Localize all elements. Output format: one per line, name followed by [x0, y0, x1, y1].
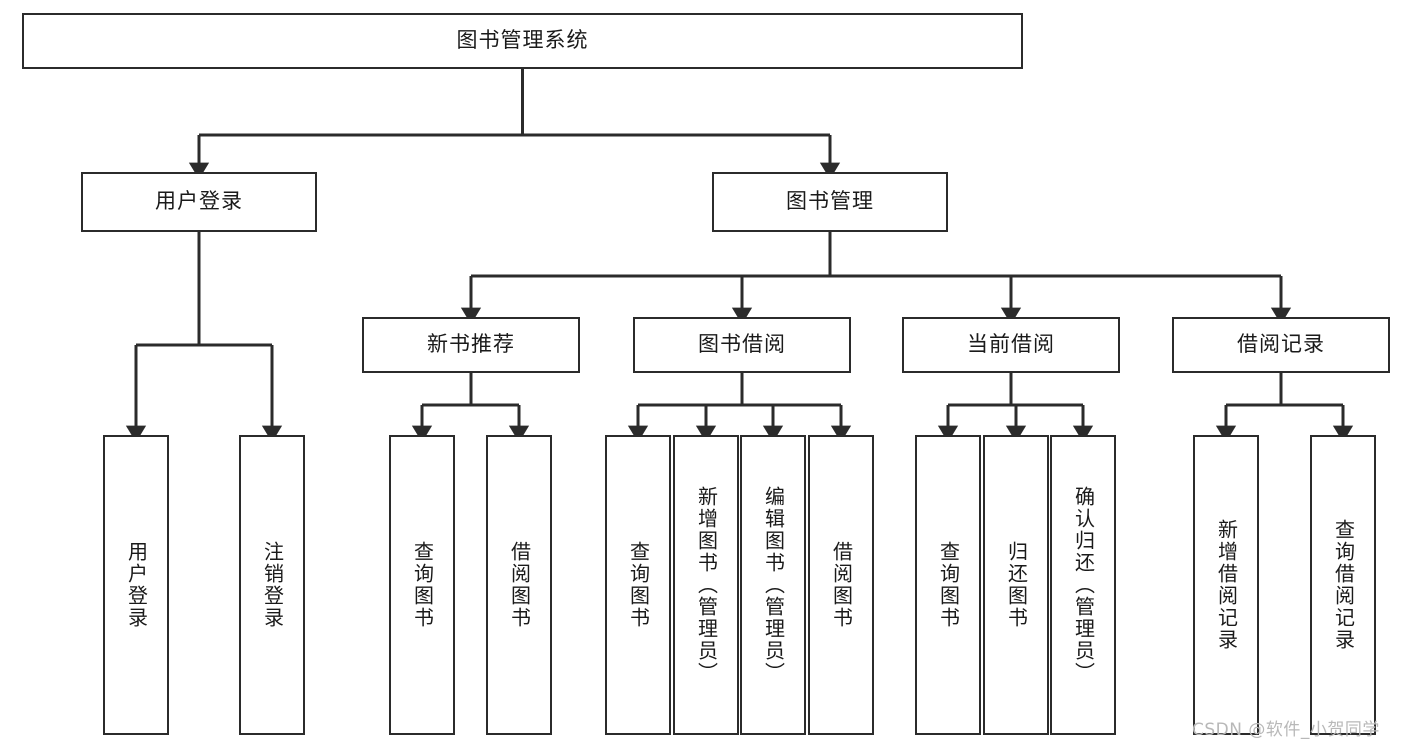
node-leaf-logout[interactable]: 注销登录 [239, 435, 305, 735]
node-leaf-edit-book[interactable]: 编辑图书（管理员） [740, 435, 806, 735]
node-label: 编辑图书（管理员） [761, 486, 786, 684]
node-book-manage[interactable]: 图书管理 [712, 172, 948, 232]
node-label: 查询图书 [626, 541, 651, 629]
node-book-borrow[interactable]: 图书借阅 [633, 317, 851, 373]
node-leaf-borrow-book-2[interactable]: 借阅图书 [808, 435, 874, 735]
node-label: 查询图书 [936, 541, 961, 629]
node-leaf-add-record[interactable]: 新增借阅记录 [1193, 435, 1259, 735]
node-label: 借阅图书 [507, 541, 532, 629]
node-label: 新增借阅记录 [1214, 519, 1239, 651]
node-leaf-add-book[interactable]: 新增图书（管理员） [673, 435, 739, 735]
node-label: 查询借阅记录 [1331, 519, 1356, 651]
node-leaf-query-book-3[interactable]: 查询图书 [915, 435, 981, 735]
node-label: 注销登录 [260, 541, 285, 629]
node-label: 用户登录 [124, 541, 149, 629]
node-leaf-query-book-1[interactable]: 查询图书 [389, 435, 455, 735]
node-label: 确认归还（管理员） [1071, 486, 1096, 684]
node-label: 归还图书 [1004, 541, 1029, 629]
node-leaf-confirm-return[interactable]: 确认归还（管理员） [1050, 435, 1116, 735]
node-label: 当前借阅 [967, 332, 1055, 357]
node-root[interactable]: 图书管理系统 [22, 13, 1023, 69]
node-user-login[interactable]: 用户登录 [81, 172, 317, 232]
connector-edges [125, 69, 1354, 443]
node-leaf-query-book-2[interactable]: 查询图书 [605, 435, 671, 735]
node-label: 新增图书（管理员） [694, 486, 719, 684]
node-leaf-query-record[interactable]: 查询借阅记录 [1310, 435, 1376, 735]
csdn-watermark: CSDN @软件_小贺同学 [1192, 720, 1380, 740]
node-leaf-borrow-book-1[interactable]: 借阅图书 [486, 435, 552, 735]
node-label: 查询图书 [410, 541, 435, 629]
node-label: 借阅图书 [829, 541, 854, 629]
node-label: 图书管理系统 [456, 28, 589, 53]
node-label: 用户登录 [155, 189, 243, 214]
node-current-borrow[interactable]: 当前借阅 [902, 317, 1120, 373]
node-leaf-return-book[interactable]: 归还图书 [983, 435, 1049, 735]
node-borrow-record[interactable]: 借阅记录 [1172, 317, 1390, 373]
node-new-book-rec[interactable]: 新书推荐 [362, 317, 580, 373]
node-label: 图书借阅 [698, 332, 786, 357]
node-leaf-user-login[interactable]: 用户登录 [103, 435, 169, 735]
node-label: 借阅记录 [1237, 332, 1325, 357]
node-label: 新书推荐 [427, 332, 515, 357]
node-label: 图书管理 [786, 189, 874, 214]
